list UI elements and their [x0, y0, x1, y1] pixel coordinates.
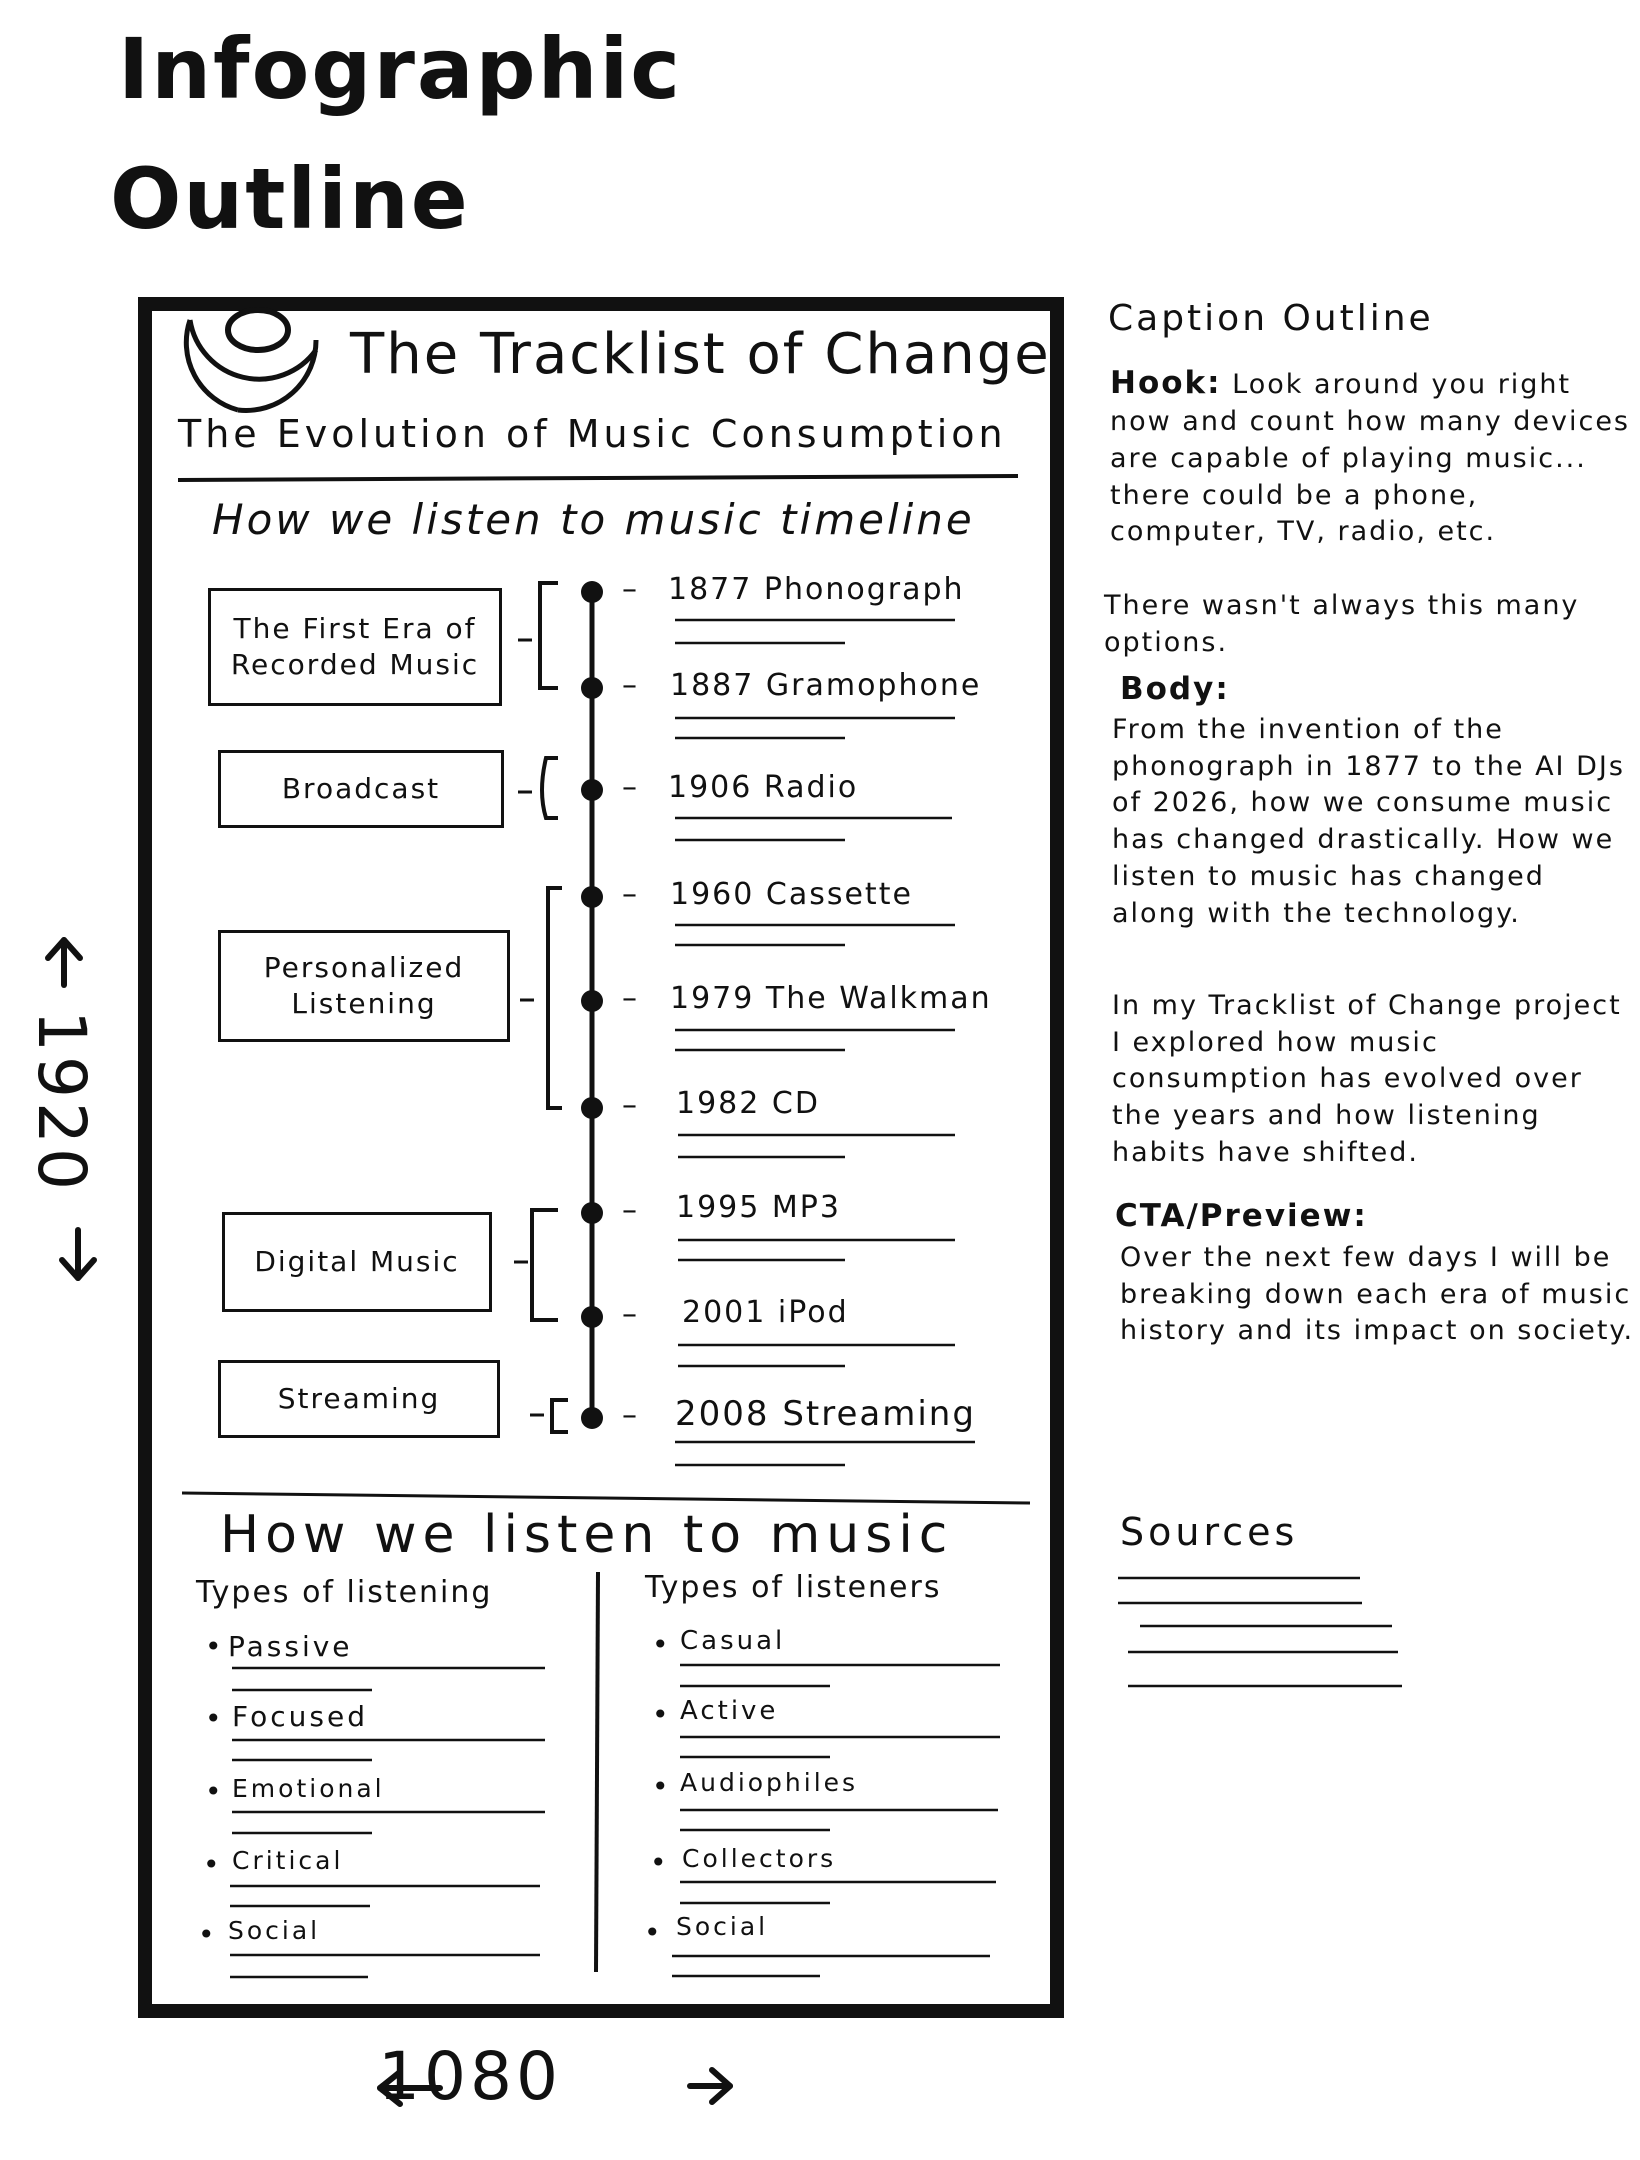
list-bullet: • [205, 1630, 225, 1663]
listener-type-item: Social [676, 1912, 769, 1941]
hook-text: Look around you right now and count how … [1110, 369, 1631, 548]
cta-label: CTA/Preview: [1115, 1198, 1368, 1234]
listening-type-item: Passive [228, 1630, 353, 1663]
caption-outline-heading: Caption Outline [1108, 298, 1434, 339]
width-dimension-label: 1080 [378, 2038, 562, 2115]
caption-cta: Over the next few days I will be breakin… [1120, 1242, 1635, 1347]
subtitle-divider [177, 474, 1019, 482]
list-bullet: • [205, 1775, 225, 1808]
timeline-dash: – [622, 981, 637, 1016]
caption-hook-2: There wasn't always this many options. [1104, 590, 1580, 658]
list-bullet: • [198, 1918, 218, 1951]
page-title-line-2: Outline [110, 150, 470, 248]
era-box-first-era: The First Era of Recorded Music [208, 588, 502, 706]
timeline-event: 1982 CD [676, 1086, 820, 1121]
infographic-title: The Tracklist of Change [350, 322, 1051, 387]
era-box-broadcast: Broadcast [218, 750, 504, 828]
infographic-frame [138, 297, 1064, 2018]
timeline-dash: – [622, 877, 637, 912]
listener-type-item: Active [680, 1696, 779, 1726]
list-bullet: • [652, 1628, 672, 1661]
listener-type-item: Casual [680, 1626, 786, 1656]
timeline-event: 2008 Streaming [675, 1394, 976, 1434]
list-bullet: • [644, 1916, 664, 1949]
listener-type-item: Audiophiles [680, 1768, 859, 1797]
timeline-event: 1877 Phonograph [668, 572, 965, 607]
types-of-listeners-heading: Types of listeners [645, 1570, 942, 1605]
list-bullet: • [652, 1770, 672, 1803]
hook-label: Hook: [1110, 365, 1222, 401]
height-dimension-label: 1920 [23, 1010, 100, 1194]
timeline-event: 1906 Radio [668, 770, 859, 805]
list-bullet: • [203, 1848, 223, 1881]
caption-hook: Hook: Look around you right now and coun… [1110, 362, 1630, 551]
timeline-dash: – [622, 770, 637, 805]
timeline-dash: – [622, 1193, 637, 1228]
listener-type-item: Collectors [682, 1844, 837, 1873]
listening-section-heading: How we listen to music [220, 1505, 954, 1565]
timeline-event: 1995 MP3 [676, 1190, 841, 1225]
sources-heading: Sources [1120, 1510, 1299, 1554]
infographic-subtitle: The Evolution of Music Consumption [178, 412, 1007, 456]
list-bullet: • [650, 1846, 670, 1879]
listening-type-item: Critical [232, 1846, 344, 1875]
caption-body-1: From the invention of the phonograph in … [1112, 714, 1625, 929]
timeline-event: 2001 iPod [682, 1295, 849, 1330]
types-of-listening-heading: Types of listening [196, 1575, 493, 1610]
record-disc-icon [183, 307, 319, 413]
caption-body-2: In my Tracklist of Change project I expl… [1112, 990, 1622, 1168]
list-bullet: • [652, 1698, 672, 1731]
timeline-dash: – [622, 1297, 637, 1332]
era-box-personalized-listening: Personalized Listening [218, 930, 510, 1042]
era-box-digital-music: Digital Music [222, 1212, 492, 1312]
body-label: Body: [1120, 671, 1230, 707]
timeline-dash: – [622, 668, 637, 703]
page-title-line-1: Infographic [118, 20, 683, 118]
timeline-event: 1960 Cassette [670, 877, 913, 912]
timeline-event: 1887 Gramophone [670, 668, 982, 703]
era-box-streaming: Streaming [218, 1360, 500, 1438]
listening-type-item: Emotional [232, 1774, 385, 1803]
timeline-dash: – [622, 1398, 637, 1433]
timeline-heading: How we listen to music timeline [212, 495, 975, 544]
timeline-dash: – [622, 1088, 637, 1123]
list-bullet: • [205, 1702, 225, 1735]
listening-type-item: Focused [232, 1700, 368, 1733]
listening-type-item: Social [228, 1916, 321, 1945]
timeline-dash: – [622, 572, 637, 607]
timeline-event: 1979 The Walkman [670, 981, 992, 1016]
